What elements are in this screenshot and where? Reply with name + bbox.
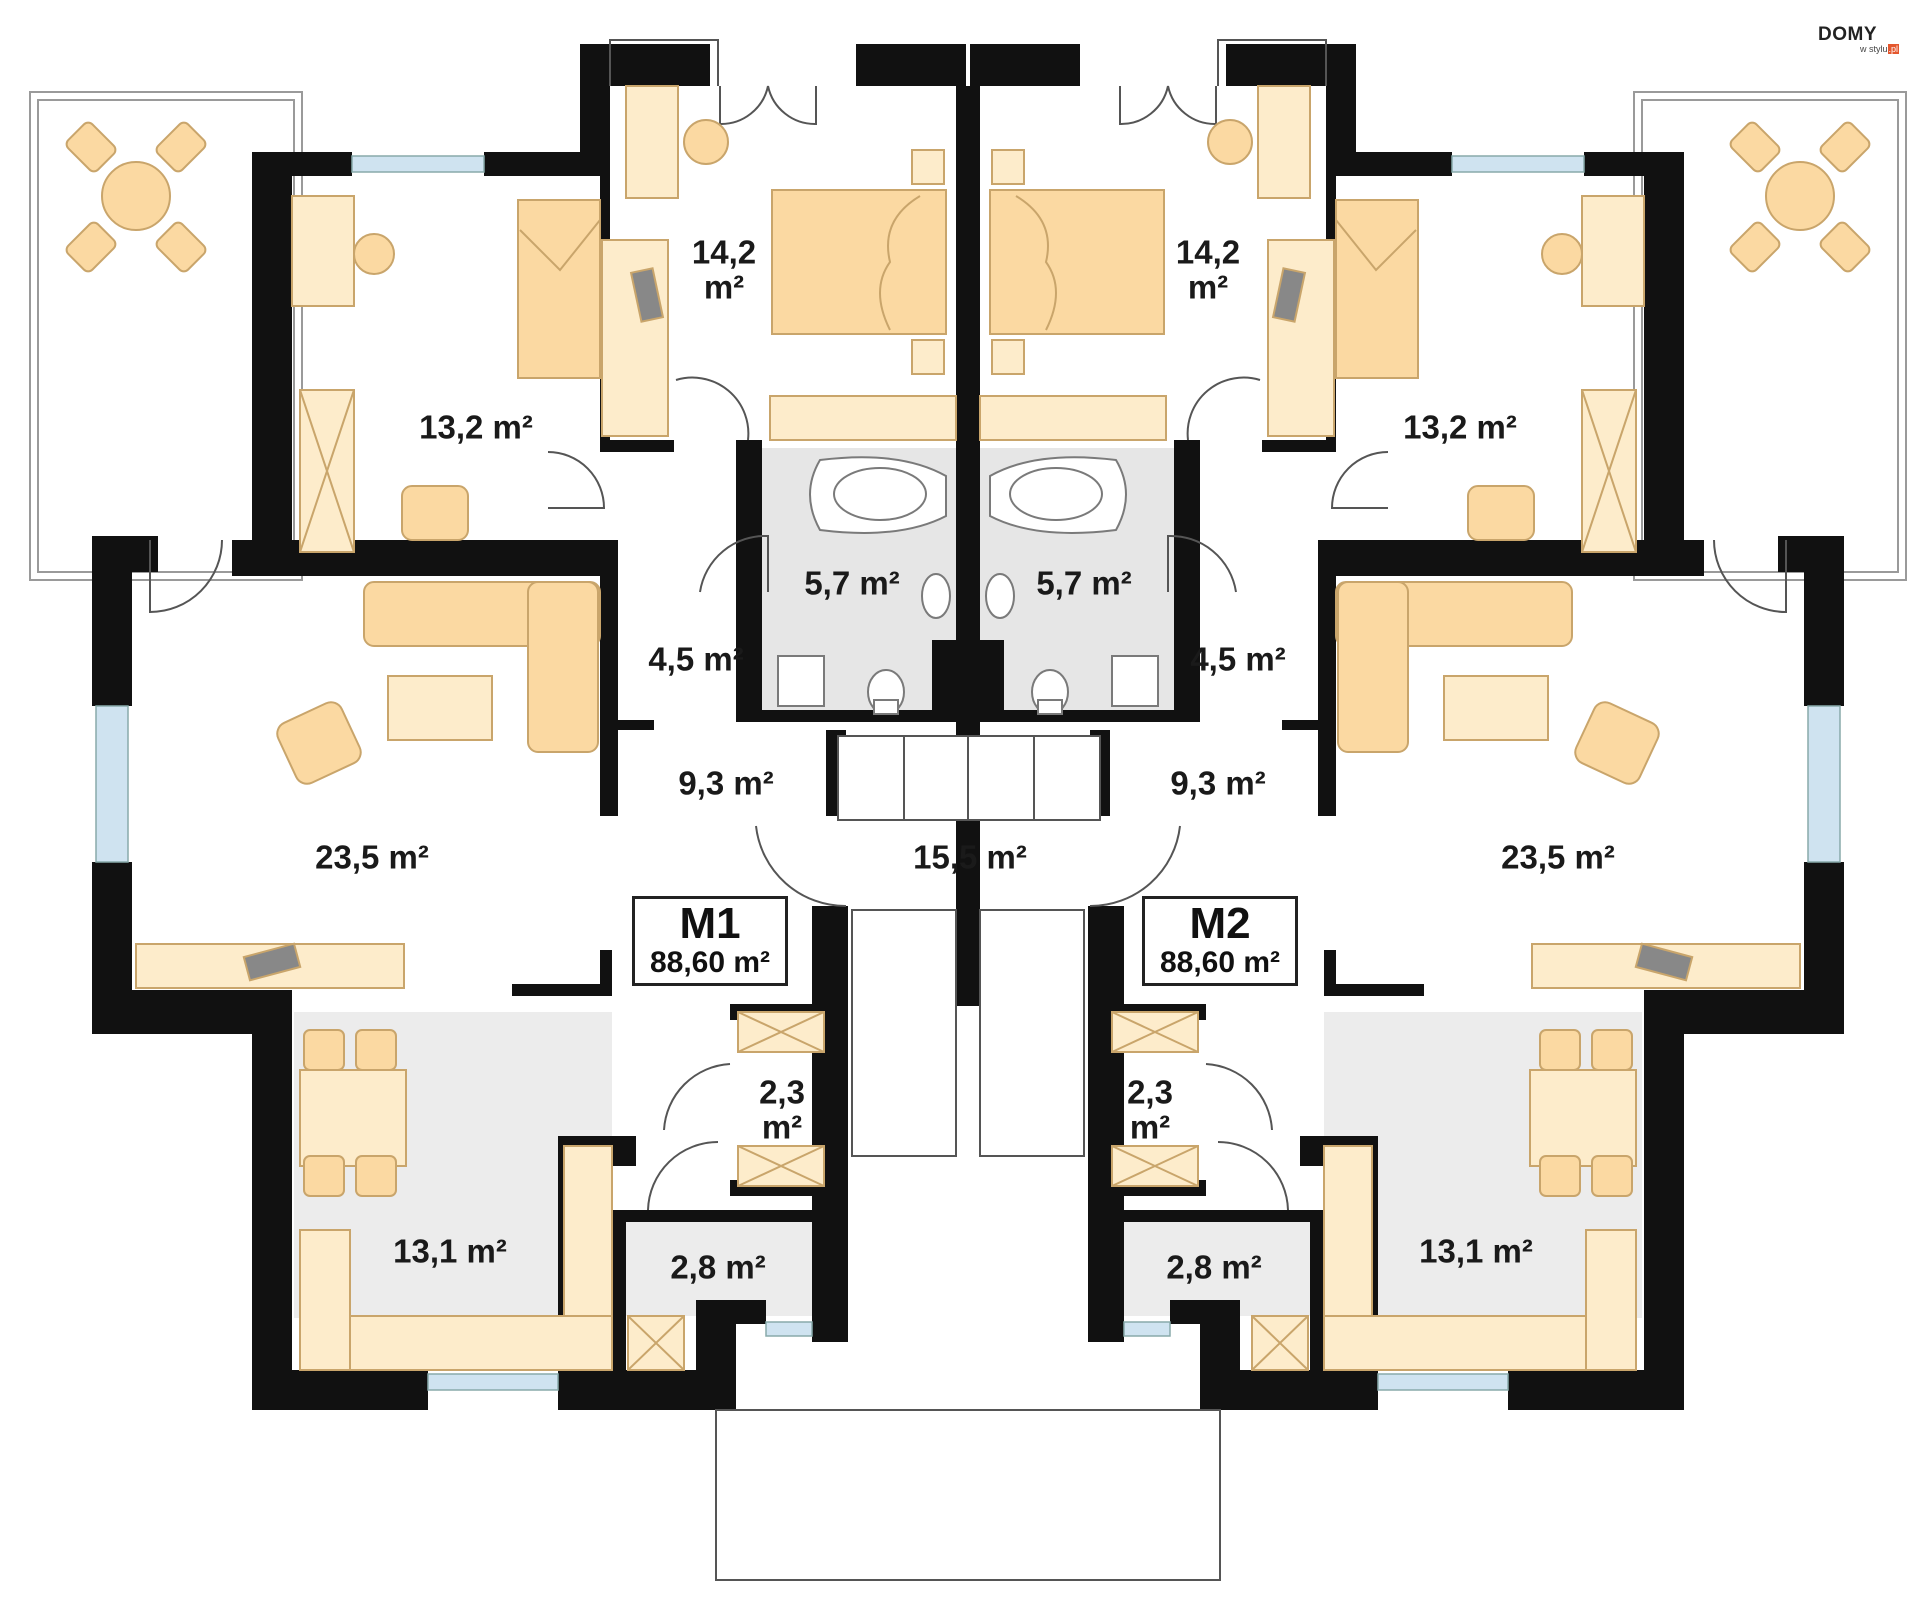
- unit-area: 88,60 m²: [649, 946, 771, 979]
- area-living-right: 23,5 m²: [1501, 838, 1615, 876]
- master-bed: [601, 85, 957, 441]
- unit-m2-drawing: [959, 39, 1907, 1411]
- area-hall-right: 4,5 m²: [1190, 640, 1286, 678]
- single-bed: [291, 195, 601, 553]
- bathtub: [777, 456, 951, 715]
- area-value: 2,3: [759, 1073, 805, 1111]
- area-bedroom-small-left: 13,2 m²: [419, 408, 533, 446]
- area-wc-left: 2,8 m²: [670, 1248, 766, 1286]
- area-living-left: 23,5 m²: [315, 838, 429, 876]
- area-bath-right: 5,7 m²: [1036, 564, 1132, 602]
- logo-brand: DOMY: [1818, 24, 1877, 45]
- storage-shelves: [627, 1011, 825, 1371]
- brand-logo: DOMY w stylu.pl: [1818, 24, 1900, 54]
- unit-label-m1: M1 88,60 m²: [632, 896, 788, 986]
- kitchen: [299, 1029, 613, 1371]
- area-value: 2,3: [1127, 1073, 1173, 1111]
- area-staircase-hall: 15,5 m²: [913, 838, 1027, 876]
- windows: [95, 155, 813, 1391]
- unit-label-m2: M2 88,60 m²: [1142, 896, 1298, 986]
- balcony-table: [65, 121, 207, 273]
- unit-name: M2: [1189, 899, 1251, 948]
- logo-sub: w stylu.pl: [1860, 44, 1900, 54]
- area-value: 14,2: [1175, 233, 1241, 271]
- logo-suffix: .pl: [1887, 44, 1900, 54]
- area-corridor-left: 9,3 m²: [678, 764, 774, 802]
- area-kitchen-left: 13,1 m²: [393, 1232, 507, 1270]
- unit-m1-drawing: [29, 39, 976, 1410]
- unit-area: 88,60 m²: [1159, 946, 1281, 979]
- balcony: [29, 91, 303, 581]
- area-bath-left: 5,7 m²: [804, 564, 900, 602]
- area-kitchen-right: 13,1 m²: [1419, 1232, 1533, 1270]
- sofa: [135, 581, 601, 989]
- area-bedroom-small-right: 13,2 m²: [1403, 408, 1517, 446]
- area-wc-right: 2,8 m²: [1166, 1248, 1262, 1286]
- area-unit: m²: [1187, 268, 1229, 305]
- area-unit: m²: [761, 1108, 803, 1145]
- unit-name: M1: [679, 899, 741, 948]
- staircase: [715, 735, 1221, 1581]
- logo-sub-text: w stylu: [1860, 44, 1888, 54]
- area-hall-left: 4,5 m²: [648, 640, 744, 678]
- area-value: 14,2: [691, 233, 757, 271]
- doors: [149, 39, 847, 1211]
- area-unit: m²: [1129, 1108, 1171, 1145]
- central-shaft: [932, 640, 1004, 720]
- area-unit: m²: [703, 268, 745, 305]
- area-corridor-right: 9,3 m²: [1170, 764, 1266, 802]
